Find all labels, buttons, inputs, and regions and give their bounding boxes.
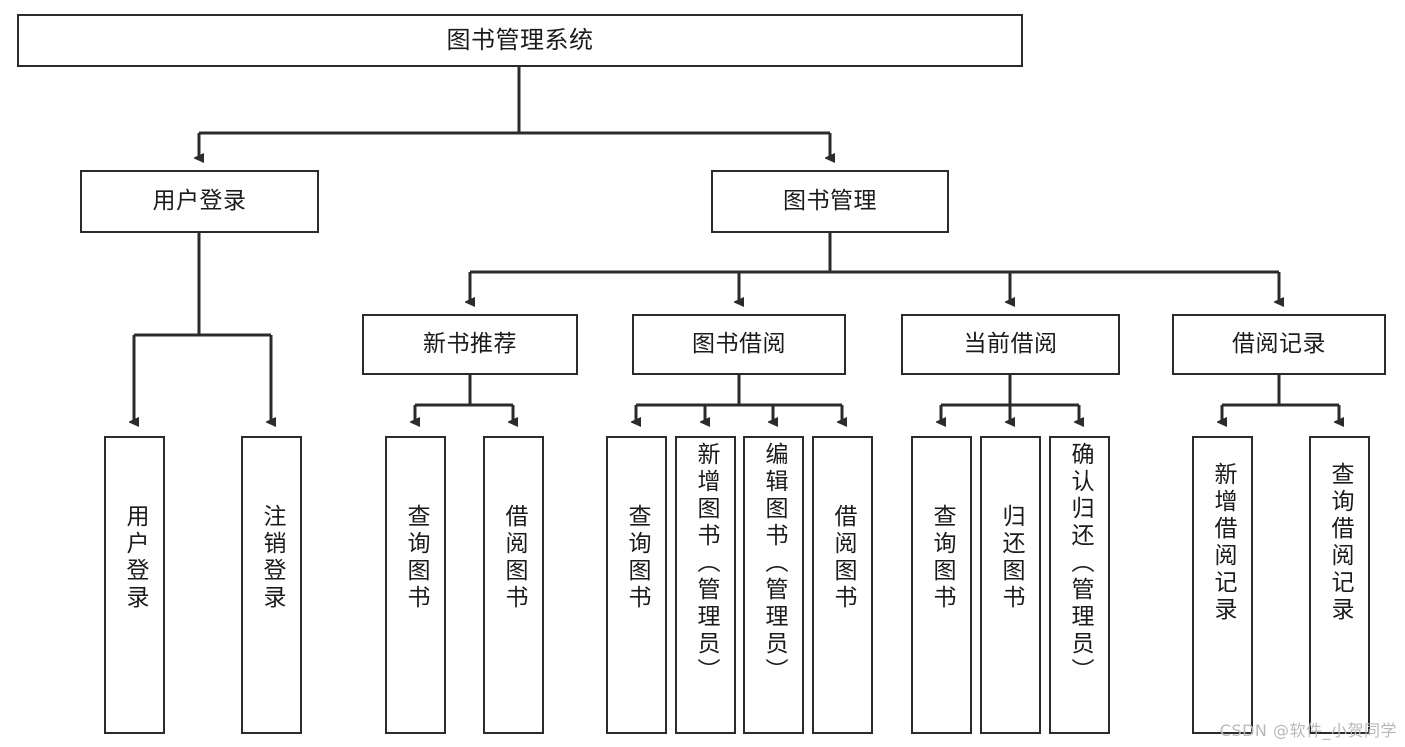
node-book-borrow-label: 图书借阅 <box>692 331 786 358</box>
leaf-borrow-book-1[interactable]: 借阅图书 <box>483 436 544 734</box>
node-root-label: 图书管理系统 <box>446 25 594 54</box>
node-current-borrow[interactable]: 当前借阅 <box>901 314 1120 375</box>
leaf-confirm-return[interactable]: 确认归还（管理员） <box>1049 436 1110 734</box>
leaf-borrow-book-2-label: 借阅图书 <box>830 504 856 612</box>
node-root[interactable]: 图书管理系统 <box>17 14 1023 67</box>
node-user-login[interactable]: 用户登录 <box>80 170 319 233</box>
leaf-user-login[interactable]: 用户登录 <box>104 436 165 734</box>
leaf-borrow-book-2[interactable]: 借阅图书 <box>812 436 873 734</box>
node-book-manage-label: 图书管理 <box>783 188 877 215</box>
leaf-edit-book-label: 编辑图书（管理员） <box>761 442 787 685</box>
leaf-borrow-book-1-label: 借阅图书 <box>501 504 527 612</box>
leaf-user-logout[interactable]: 注销登录 <box>241 436 302 734</box>
leaf-query-record-label: 查询借阅记录 <box>1327 462 1353 624</box>
node-book-manage[interactable]: 图书管理 <box>711 170 949 233</box>
leaf-confirm-return-label: 确认归还（管理员） <box>1067 442 1093 685</box>
node-book-borrow[interactable]: 图书借阅 <box>632 314 846 375</box>
leaf-query-book-2[interactable]: 查询图书 <box>606 436 667 734</box>
leaf-query-record[interactable]: 查询借阅记录 <box>1309 436 1370 734</box>
leaf-query-book-1[interactable]: 查询图书 <box>385 436 446 734</box>
leaf-return-book[interactable]: 归还图书 <box>980 436 1041 734</box>
leaf-query-book-3[interactable]: 查询图书 <box>911 436 972 734</box>
leaf-add-record[interactable]: 新增借阅记录 <box>1192 436 1253 734</box>
leaf-query-book-1-label: 查询图书 <box>403 504 429 612</box>
leaf-return-book-label: 归还图书 <box>998 504 1024 612</box>
leaf-query-book-2-label: 查询图书 <box>624 504 650 612</box>
node-borrow-record[interactable]: 借阅记录 <box>1172 314 1386 375</box>
leaf-user-logout-label: 注销登录 <box>259 504 285 612</box>
leaf-query-book-3-label: 查询图书 <box>929 504 955 612</box>
leaf-add-book-label: 新增图书（管理员） <box>693 442 719 685</box>
node-current-borrow-label: 当前借阅 <box>963 331 1058 358</box>
leaf-edit-book[interactable]: 编辑图书（管理员） <box>743 436 804 734</box>
node-borrow-record-label: 借阅记录 <box>1232 331 1326 358</box>
leaf-add-book[interactable]: 新增图书（管理员） <box>675 436 736 734</box>
leaf-add-record-label: 新增借阅记录 <box>1210 462 1236 624</box>
leaf-user-login-label: 用户登录 <box>122 504 148 612</box>
node-user-login-label: 用户登录 <box>152 188 247 215</box>
node-new-book-recommend[interactable]: 新书推荐 <box>362 314 578 375</box>
node-new-book-recommend-label: 新书推荐 <box>423 331 517 358</box>
